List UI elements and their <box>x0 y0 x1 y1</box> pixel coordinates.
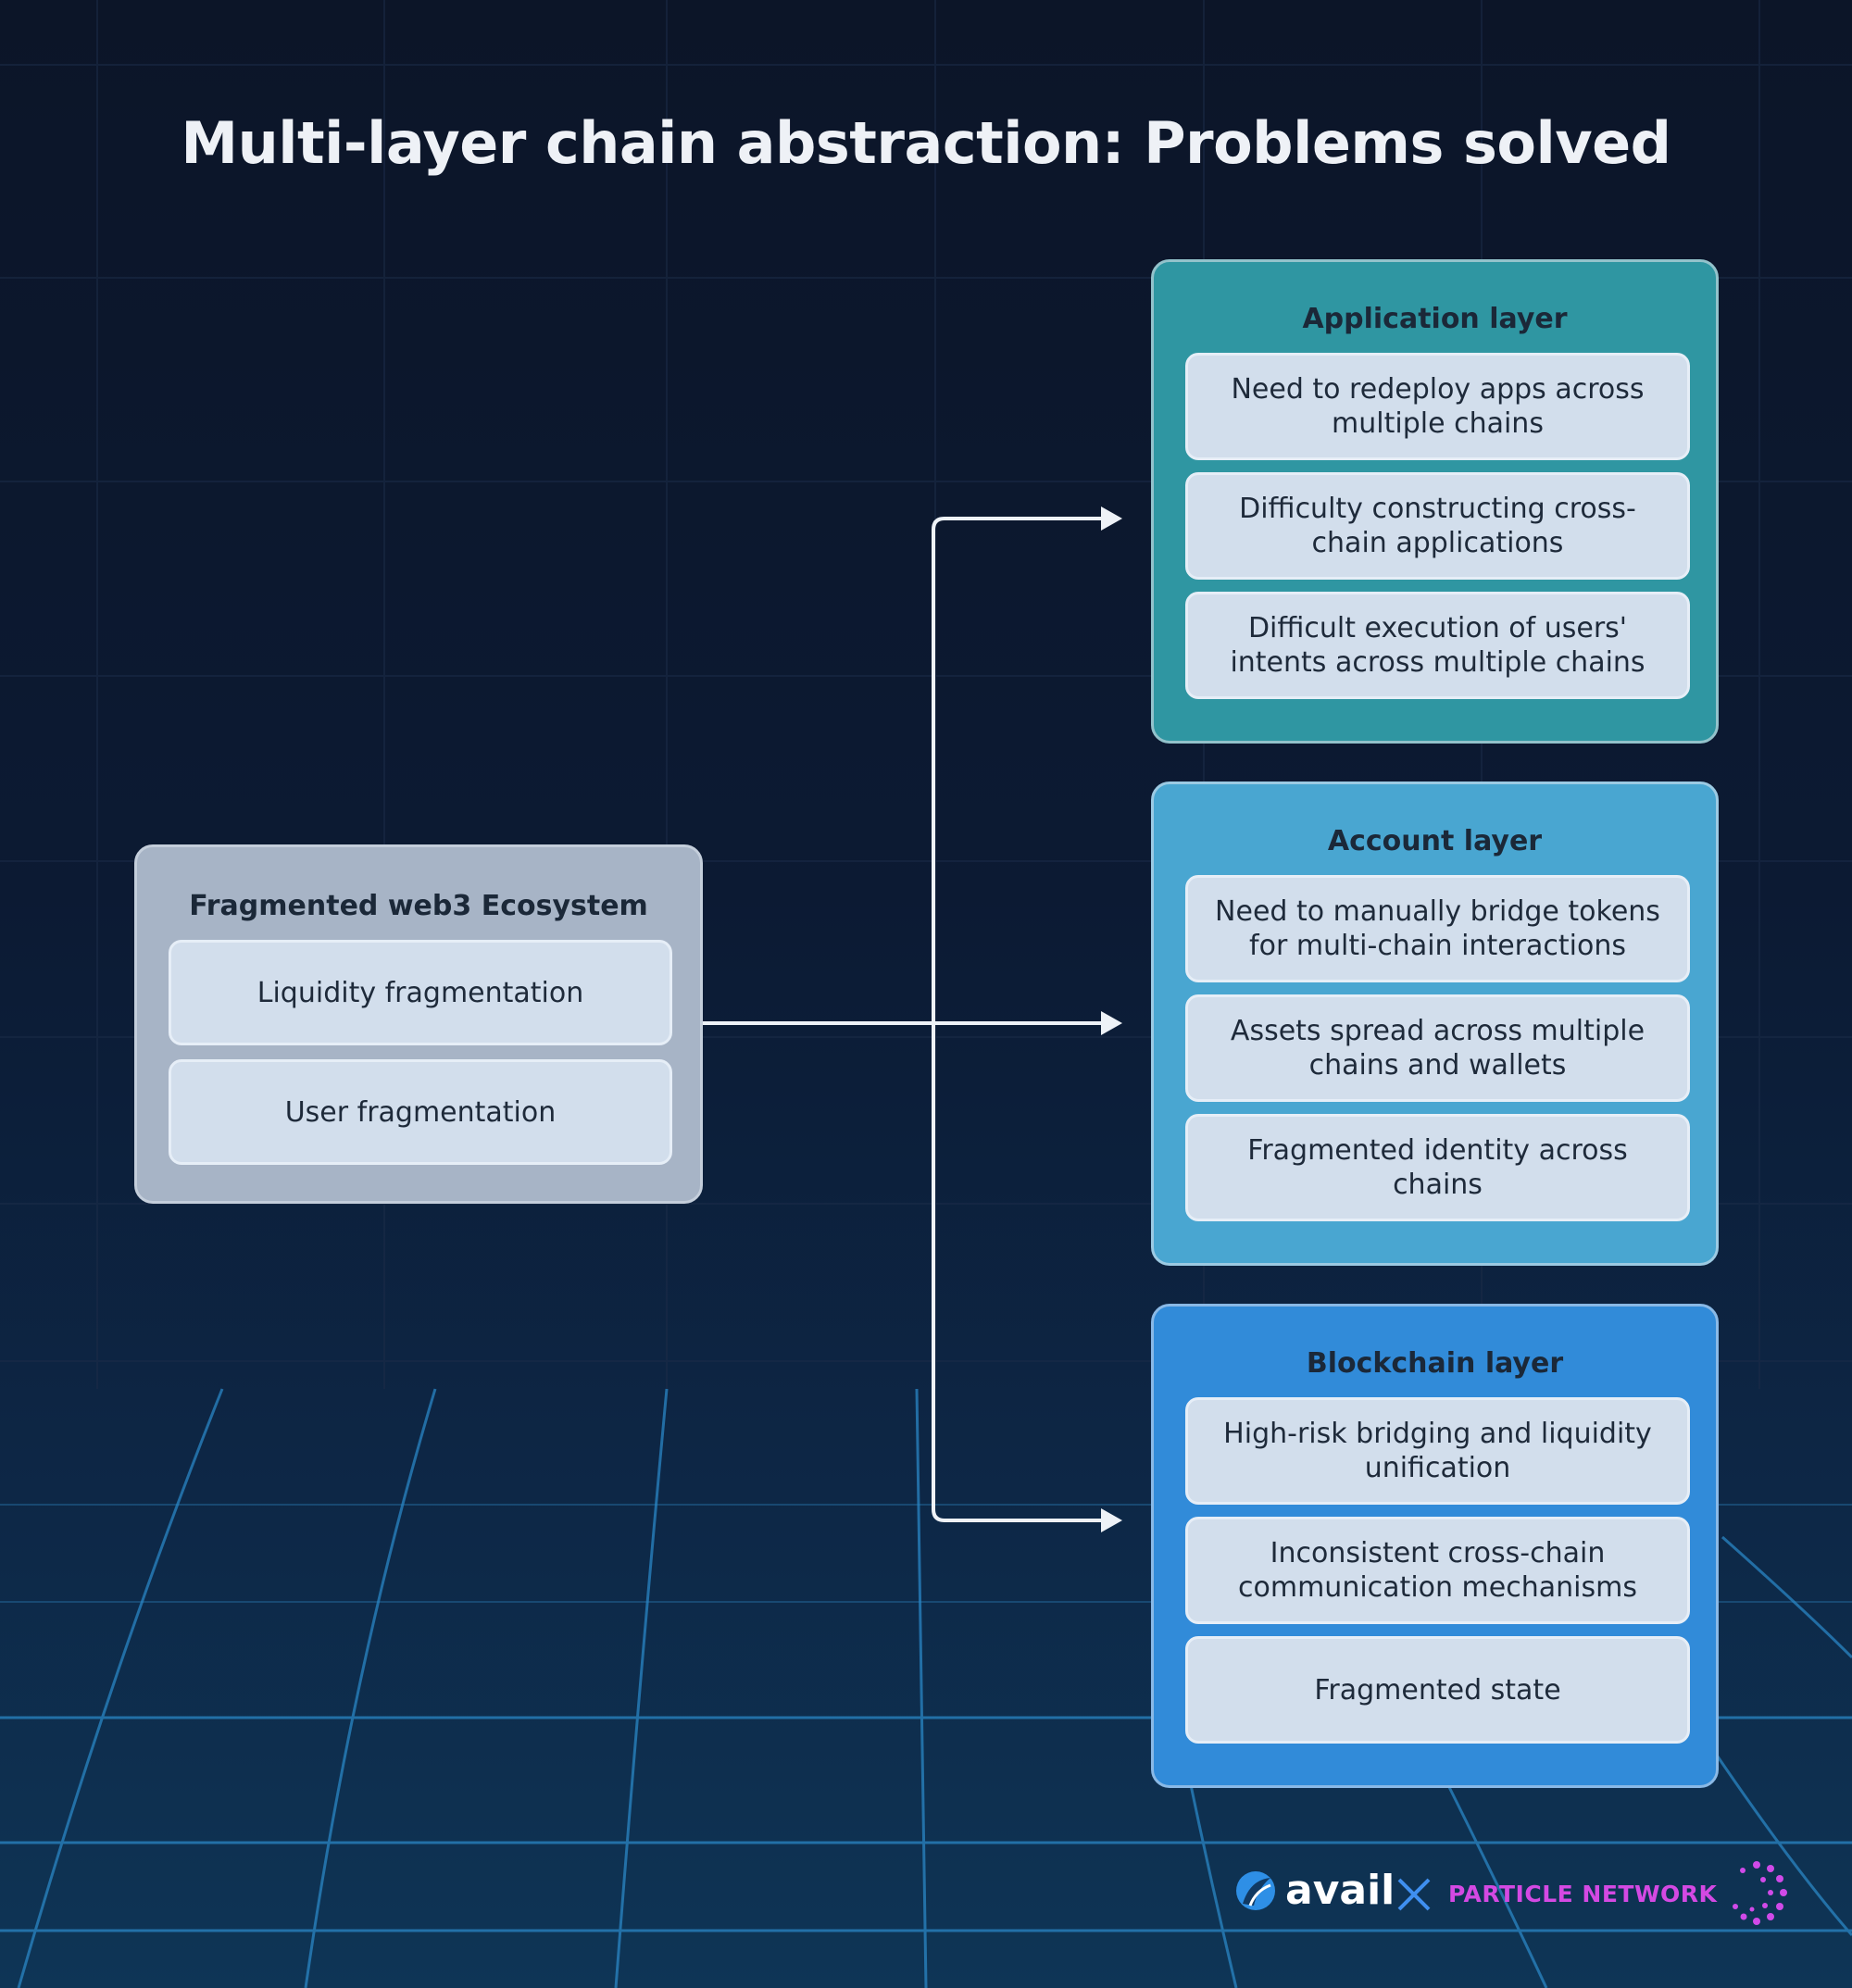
application-layer-panel: Application layer Need to redeploy apps … <box>1151 259 1719 744</box>
panel-title: Application layer <box>1302 303 1568 335</box>
branding-row: avail PARTICLE NETWORK <box>1233 1859 1789 1933</box>
list-item: User fragmentation <box>169 1059 672 1165</box>
avail-logo-icon <box>1236 1871 1275 1910</box>
particle-network-logo-icon <box>1733 1861 1787 1925</box>
list-item: Fragmented state <box>1185 1636 1690 1744</box>
list-item: Assets spread across multiple chains and… <box>1185 994 1690 1102</box>
particle-network-wordmark: PARTICLE NETWORK <box>1448 1881 1718 1907</box>
panel-title: Account layer <box>1327 825 1543 857</box>
account-layer-panel: Account layer Need to manually bridge to… <box>1151 781 1719 1266</box>
panel-title: Fragmented web3 Ecosystem <box>189 890 648 922</box>
collaboration-x-icon <box>1397 1878 1431 1911</box>
list-item: Liquidity fragmentation <box>169 940 672 1045</box>
page-title: Multi-layer chain abstraction: Problems … <box>181 109 1671 177</box>
list-item: Fragmented identity across chains <box>1185 1114 1690 1221</box>
blockchain-layer-panel: Blockchain layer High-risk bridging and … <box>1151 1304 1719 1788</box>
fragmented-ecosystem-panel: Fragmented web3 Ecosystem Liquidity frag… <box>134 844 703 1204</box>
avail-wordmark: avail <box>1285 1867 1395 1914</box>
list-item: High-risk bridging and liquidity unifica… <box>1185 1397 1690 1505</box>
list-item: Inconsistent cross-chain communication m… <box>1185 1517 1690 1624</box>
list-item: Need to redeploy apps across multiple ch… <box>1185 353 1690 460</box>
panel-title: Blockchain layer <box>1306 1347 1564 1380</box>
list-item: Difficult execution of users' intents ac… <box>1185 592 1690 699</box>
list-item: Need to manually bridge tokens for multi… <box>1185 875 1690 982</box>
list-item: Difficulty constructing cross-chain appl… <box>1185 472 1690 580</box>
